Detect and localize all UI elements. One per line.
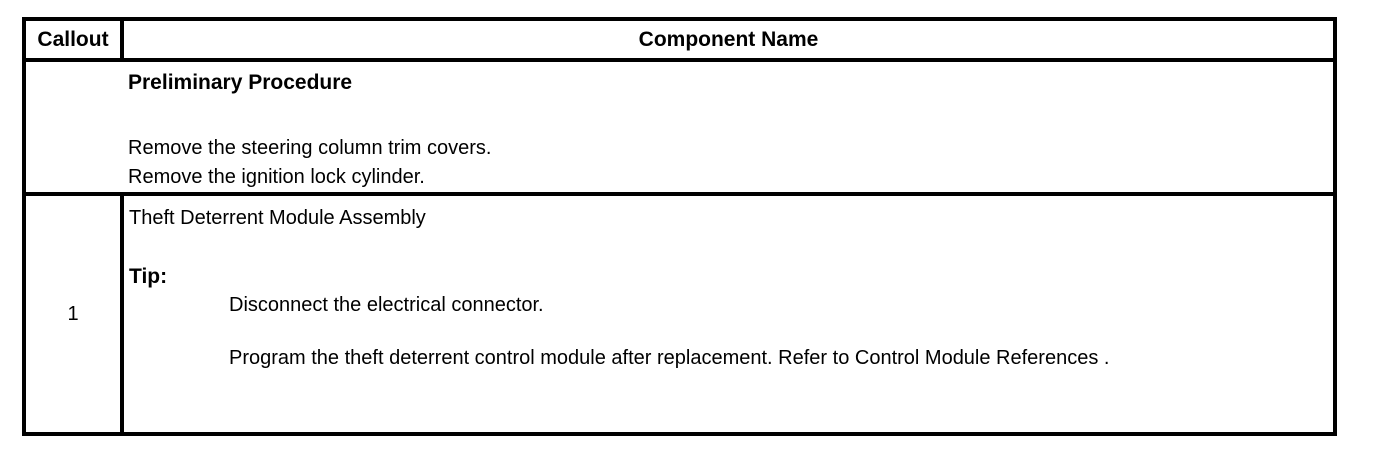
component-name-column-header: Component Name bbox=[120, 17, 1337, 62]
callout-number: 1 bbox=[22, 192, 124, 436]
callout-column-header: Callout bbox=[22, 17, 124, 62]
preliminary-procedure-title: Preliminary Procedure bbox=[128, 71, 353, 94]
component-row: 1 Theft Deterrent Module Assembly Tip: D… bbox=[22, 192, 1337, 436]
preliminary-procedure-row: Preliminary Procedure Remove the steerin… bbox=[22, 58, 1337, 196]
component-callout-table: Callout Component Name Preliminary Proce… bbox=[22, 17, 1337, 436]
table-header-row: Callout Component Name bbox=[22, 17, 1337, 62]
tip-item-disconnect: Disconnect the electrical connector. bbox=[229, 294, 544, 316]
preliminary-step-2: Remove the ignition lock cylinder. bbox=[128, 166, 425, 188]
tip-label: Tip: bbox=[129, 265, 168, 288]
preliminary-procedure-cell: Preliminary Procedure Remove the steerin… bbox=[22, 58, 1337, 196]
tip-item-program-text: Program the theft deterrent control modu… bbox=[229, 347, 855, 369]
tip-item-program-suffix: . bbox=[1098, 347, 1110, 369]
component-cell: Theft Deterrent Module Assembly Tip: Dis… bbox=[120, 192, 1337, 436]
preliminary-steps: Remove the steering column trim covers. … bbox=[128, 134, 1323, 190]
control-module-references-link[interactable]: Control Module References bbox=[854, 347, 1099, 369]
component-name: Theft Deterrent Module Assembly bbox=[129, 207, 426, 229]
tip-item-program: Program the theft deterrent control modu… bbox=[129, 344, 1323, 373]
preliminary-step-1: Remove the steering column trim covers. bbox=[128, 137, 492, 159]
